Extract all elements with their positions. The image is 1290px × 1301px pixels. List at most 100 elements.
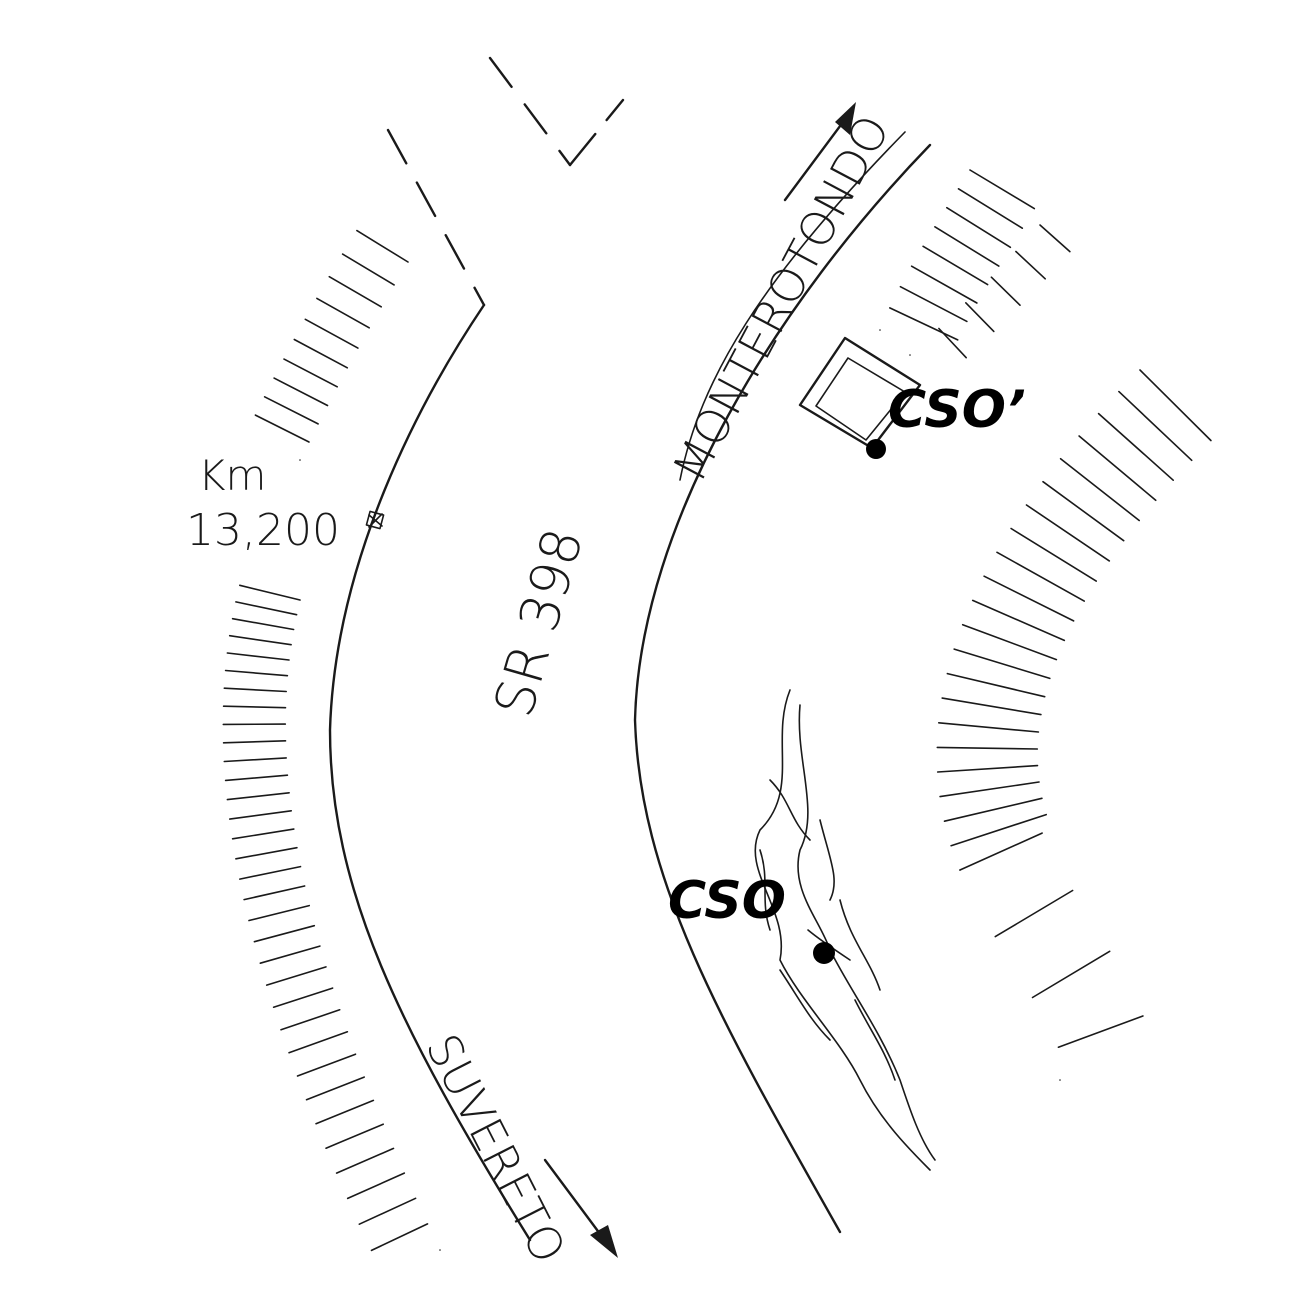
hatch-stroke bbox=[231, 617, 295, 631]
hatch-stroke bbox=[229, 810, 292, 820]
cso-point-marker bbox=[813, 942, 835, 964]
hatch-stroke bbox=[288, 1031, 349, 1054]
hatch-stroke bbox=[243, 885, 306, 901]
hatch-stroke bbox=[296, 1053, 357, 1077]
side-road-edges bbox=[386, 56, 625, 307]
hatch-stroke bbox=[316, 297, 370, 329]
hatch-stroke bbox=[941, 697, 1042, 716]
hatch-stroke bbox=[946, 672, 1046, 698]
hatch-stroke bbox=[1025, 504, 1111, 562]
hatch-stroke bbox=[254, 414, 310, 443]
hatch-stroke bbox=[235, 846, 298, 860]
hatch-stroke bbox=[224, 669, 289, 677]
hatch-stroke bbox=[239, 584, 301, 601]
hatch-stroke bbox=[961, 623, 1058, 661]
hatch-stroke bbox=[1010, 527, 1097, 582]
hatch-stroke bbox=[899, 285, 968, 323]
hatch-stroke bbox=[950, 813, 1047, 847]
road-name-label: SR 398 bbox=[482, 522, 595, 724]
hatch-stroke bbox=[315, 1099, 375, 1125]
hatch-stroke bbox=[223, 757, 287, 763]
hatch-stroke bbox=[936, 764, 1039, 773]
embankment-hatching-upper bbox=[879, 169, 1071, 359]
hatch-stroke bbox=[959, 832, 1043, 871]
road-edge-west bbox=[328, 303, 532, 1242]
hatch-stroke bbox=[938, 327, 967, 359]
hatch-stroke bbox=[226, 652, 290, 661]
road-edge-east bbox=[633, 143, 932, 1234]
hatch-stroke bbox=[370, 1223, 429, 1252]
hatch-stroke bbox=[283, 358, 338, 388]
hatch-stroke bbox=[969, 169, 1036, 210]
hatch-stroke bbox=[1059, 457, 1140, 522]
arrow-to-suvereto-icon bbox=[543, 1158, 618, 1258]
hatch-stroke bbox=[1118, 390, 1193, 462]
hatch-stroke bbox=[224, 774, 289, 782]
hatch-stroke bbox=[1015, 250, 1046, 280]
hatch-stroke bbox=[943, 797, 1043, 822]
cso-label: CSO bbox=[668, 871, 786, 931]
hatch-stroke bbox=[938, 722, 1040, 733]
cso-prime-label: CSO’ bbox=[888, 380, 1026, 440]
hatch-stroke bbox=[936, 746, 1039, 750]
hatch-stroke bbox=[341, 253, 395, 286]
hatch-stroke bbox=[265, 966, 327, 986]
hatch-stroke bbox=[328, 275, 382, 308]
hatch-stroke bbox=[358, 1197, 417, 1225]
hatch-stroke bbox=[259, 945, 321, 964]
cso-prime-point-marker bbox=[866, 439, 886, 459]
hatch-stroke bbox=[983, 575, 1075, 622]
hatch-stroke bbox=[356, 229, 409, 263]
hatch-stroke bbox=[228, 634, 292, 646]
hatch-stroke bbox=[1042, 480, 1125, 542]
hatch-stroke bbox=[971, 599, 1066, 642]
hatch-stroke bbox=[939, 781, 1040, 798]
embankment-hatching-west bbox=[222, 229, 441, 1252]
hatch-stroke bbox=[253, 924, 316, 943]
inner-verge-line bbox=[679, 131, 906, 481]
hatch-stroke bbox=[335, 1147, 395, 1174]
hatch-stroke bbox=[346, 1172, 406, 1200]
hatch-stroke bbox=[222, 705, 287, 709]
hatch-stroke bbox=[273, 377, 329, 407]
hatch-stroke bbox=[231, 828, 295, 840]
hatch-stroke bbox=[305, 1076, 365, 1101]
hatch-stroke bbox=[1097, 412, 1174, 481]
hatch-stroke bbox=[1078, 435, 1157, 502]
km-value: 13,200 bbox=[186, 505, 340, 556]
hatch-stroke bbox=[934, 226, 1000, 267]
hatch-stroke bbox=[239, 865, 302, 880]
hatch-stroke bbox=[222, 740, 287, 744]
hatch-stroke bbox=[994, 889, 1074, 938]
hatch-stroke bbox=[280, 1009, 341, 1031]
hatch-stroke bbox=[1031, 950, 1111, 999]
hatch-stroke bbox=[226, 792, 290, 801]
hatch-stroke bbox=[293, 338, 349, 369]
hatch-stroke bbox=[946, 206, 1012, 249]
hatch-stroke bbox=[272, 987, 334, 1008]
hatch-stroke bbox=[922, 245, 989, 286]
hatch-stroke bbox=[996, 551, 1085, 602]
hatch-stroke bbox=[248, 904, 310, 922]
hatch-stroke bbox=[223, 687, 287, 693]
hatch-stroke bbox=[957, 188, 1024, 229]
hatch-stroke bbox=[1139, 369, 1212, 442]
embankment-hatching-east bbox=[936, 369, 1212, 1081]
hatch-stroke bbox=[325, 1123, 384, 1149]
hatch-stroke bbox=[1057, 1015, 1144, 1048]
direction-suvereto-label: SUVERETO bbox=[415, 1025, 576, 1271]
hatch-stroke bbox=[235, 601, 298, 616]
hatch-stroke bbox=[953, 648, 1051, 680]
hatch-stroke bbox=[1039, 224, 1071, 253]
hatch-stroke bbox=[965, 302, 995, 333]
km-marker-icon bbox=[365, 510, 385, 530]
hatch-stroke bbox=[990, 276, 1021, 306]
hatch-stroke bbox=[304, 318, 359, 349]
km-label: Km bbox=[198, 451, 266, 500]
direction-monterotondo-label: MONTEROTONDO bbox=[662, 106, 900, 490]
arrow-to-monterotondo-icon bbox=[783, 102, 856, 202]
hatch-stroke bbox=[910, 265, 978, 304]
hatch-stroke bbox=[889, 307, 959, 341]
hatch-stroke bbox=[263, 396, 319, 425]
